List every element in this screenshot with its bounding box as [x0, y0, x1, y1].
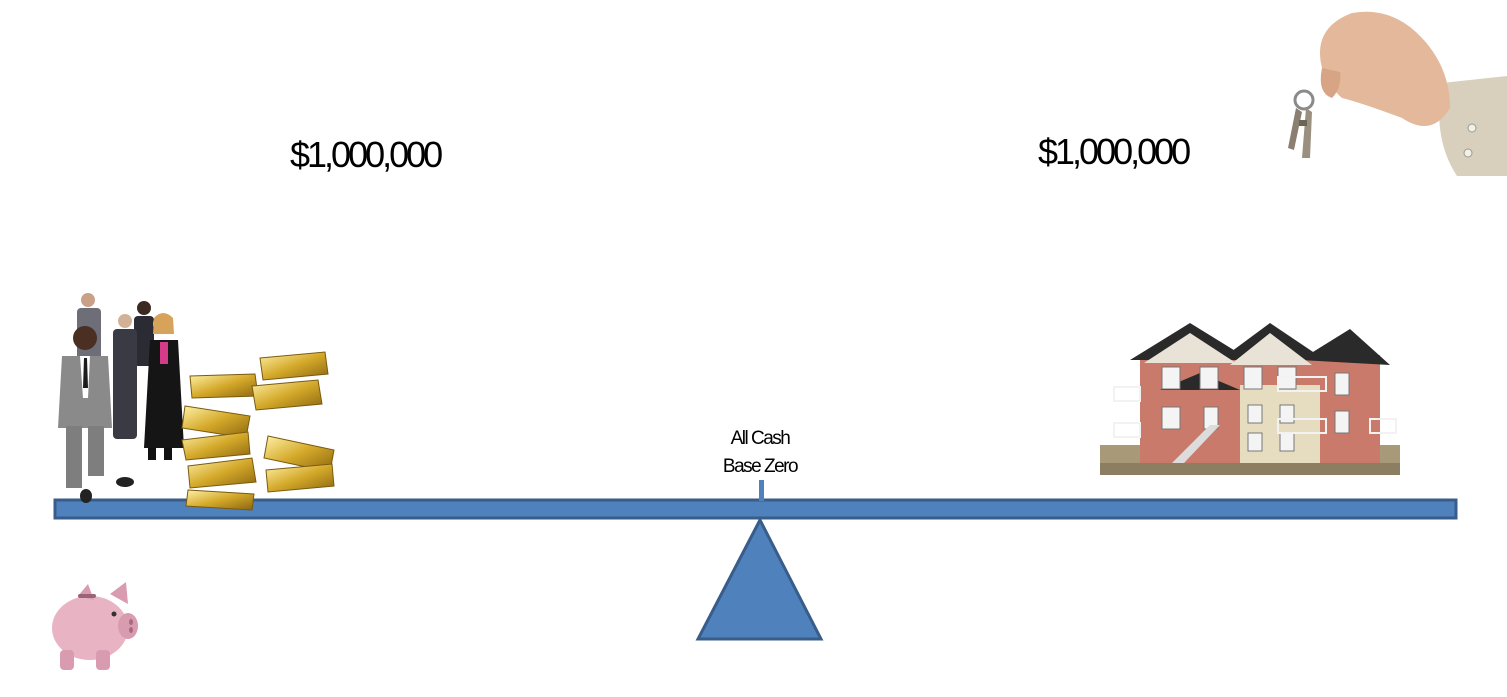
center-pointer [759, 480, 764, 501]
business-people-group-icon [58, 293, 184, 503]
fulcrum-label-line1: All Cash [730, 428, 791, 449]
apartment-building-icon [1100, 323, 1400, 475]
gold-bars-icon [181, 351, 335, 511]
seesaw-beam [53, 498, 1458, 520]
fulcrum-label: All Cash Base Zero [690, 425, 830, 481]
hand-with-keys-icon [1288, 11, 1507, 176]
left-amount: $1,000,000 [290, 134, 443, 175]
fulcrum-triangle [695, 516, 824, 641]
piggy-bank-icon [52, 582, 138, 670]
right-amount: $1,000,000 [1038, 131, 1191, 172]
fulcrum-label-line2: Base Zero [722, 456, 799, 477]
